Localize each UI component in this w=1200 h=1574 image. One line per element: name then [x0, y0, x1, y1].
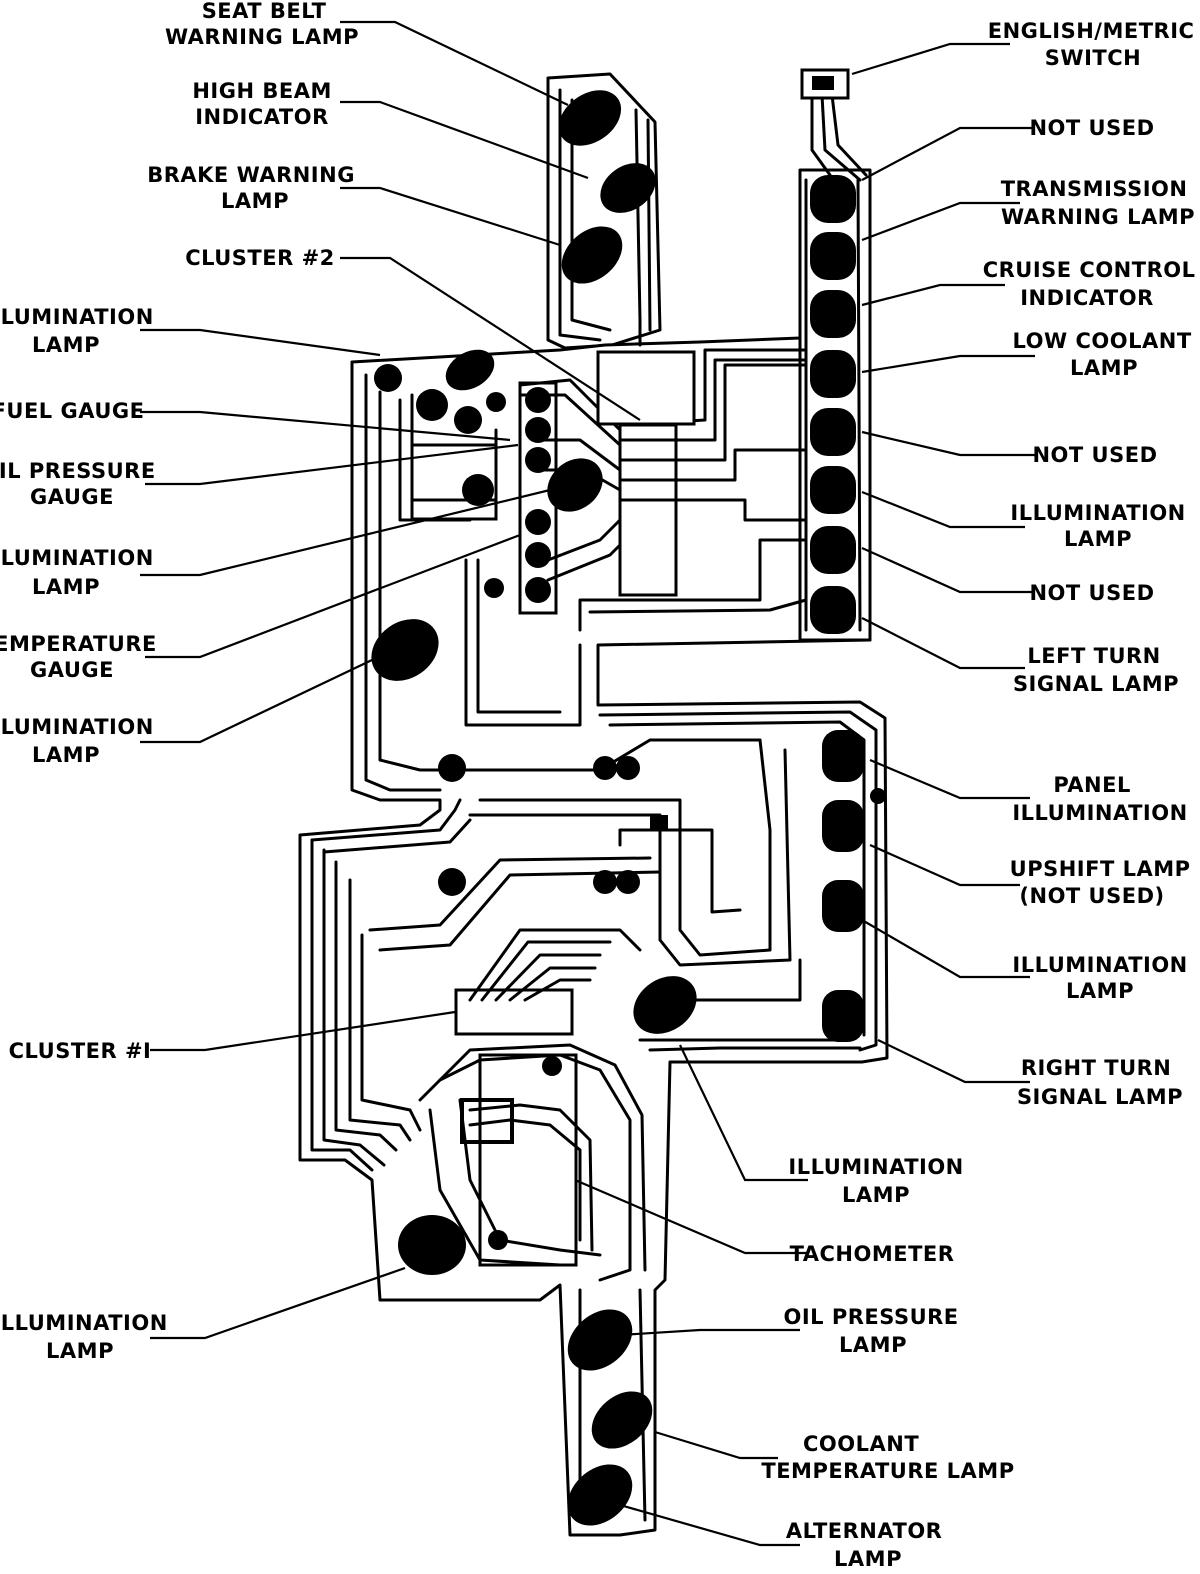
label-oil-pressure-gauge: OIL PRESSURE GAUGE: [0, 459, 163, 509]
label-cluster-2: CLUSTER #2: [185, 246, 335, 270]
label-illumination-lamp-2: ILLUMINATION LAMP: [0, 546, 162, 599]
label-not-used-1: NOT USED: [1029, 116, 1154, 140]
label-low-coolant: LOW COOLANT LAMP: [1013, 329, 1200, 380]
copper-traces: [310, 88, 878, 1522]
tachometer-body: [478, 1053, 578, 1267]
label-illumination-lamp-5: ILLUMINATION LAMP: [1010, 501, 1193, 551]
label-right-turn: RIGHT TURN SIGNAL LAMP: [1017, 1056, 1183, 1109]
leader-lines: [140, 20, 1035, 1547]
label-seat-belt: SEAT BELT WARNING LAMP: [165, 0, 359, 49]
label-illumination-lamp-3: ILLUMINATION LAMP: [0, 715, 162, 767]
label-high-beam: HIGH BEAM INDICATOR: [192, 79, 339, 129]
label-upshift-lamp: UPSHIFT LAMP (NOT USED): [1010, 857, 1199, 908]
english-metric-switch-icon: [800, 68, 850, 100]
label-illumination-lamp-6: ILLUMINATION LAMP: [1012, 953, 1195, 1003]
label-fuel-gauge: FUEL GAUGE: [0, 399, 144, 423]
label-not-used-2: NOT USED: [1032, 443, 1157, 467]
label-cruise-control: CRUISE CONTROL INDICATOR: [983, 258, 1200, 310]
label-left-turn: LEFT TURN SIGNAL LAMP: [1013, 644, 1179, 696]
label-not-used-3: NOT USED: [1029, 581, 1154, 605]
label-illumination-lamp-1: ILLUMINATION LAMP: [0, 305, 162, 357]
label-temperature-gauge: TEMPERATURE GAUGE: [0, 632, 165, 682]
label-panel-illumination: PANEL ILLUMINATION: [1012, 773, 1187, 825]
label-oil-pressure-lamp: OIL PRESSURE LAMP: [784, 1305, 967, 1357]
label-coolant-temperature-lamp: COOLANT TEMPERATURE LAMP: [761, 1432, 1014, 1483]
label-brake-warning: BRAKE WARNING LAMP: [147, 163, 363, 213]
label-english-metric-switch: ENGLISH/METRIC SWITCH: [988, 19, 1200, 70]
label-transmission-warning: TRANSMISSION WARNING LAMP: [1001, 177, 1196, 229]
cluster-1-connector: [454, 988, 574, 1036]
components: [371, 68, 886, 1526]
label-cluster-1: CLUSTER #I: [9, 1039, 152, 1063]
seat-belt-lamp-icon: [558, 90, 622, 146]
label-tachometer: TACHOMETER: [790, 1242, 955, 1266]
label-illumination-lamp-7: ILLUMINATION LAMP: [788, 1155, 971, 1207]
not-used-lamp-1-icon: [810, 175, 856, 223]
label-illumination-lamp-4: ILLUMINATION LAMP: [0, 1311, 176, 1363]
label-alternator-lamp: ALTERNATOR LAMP: [786, 1519, 950, 1571]
